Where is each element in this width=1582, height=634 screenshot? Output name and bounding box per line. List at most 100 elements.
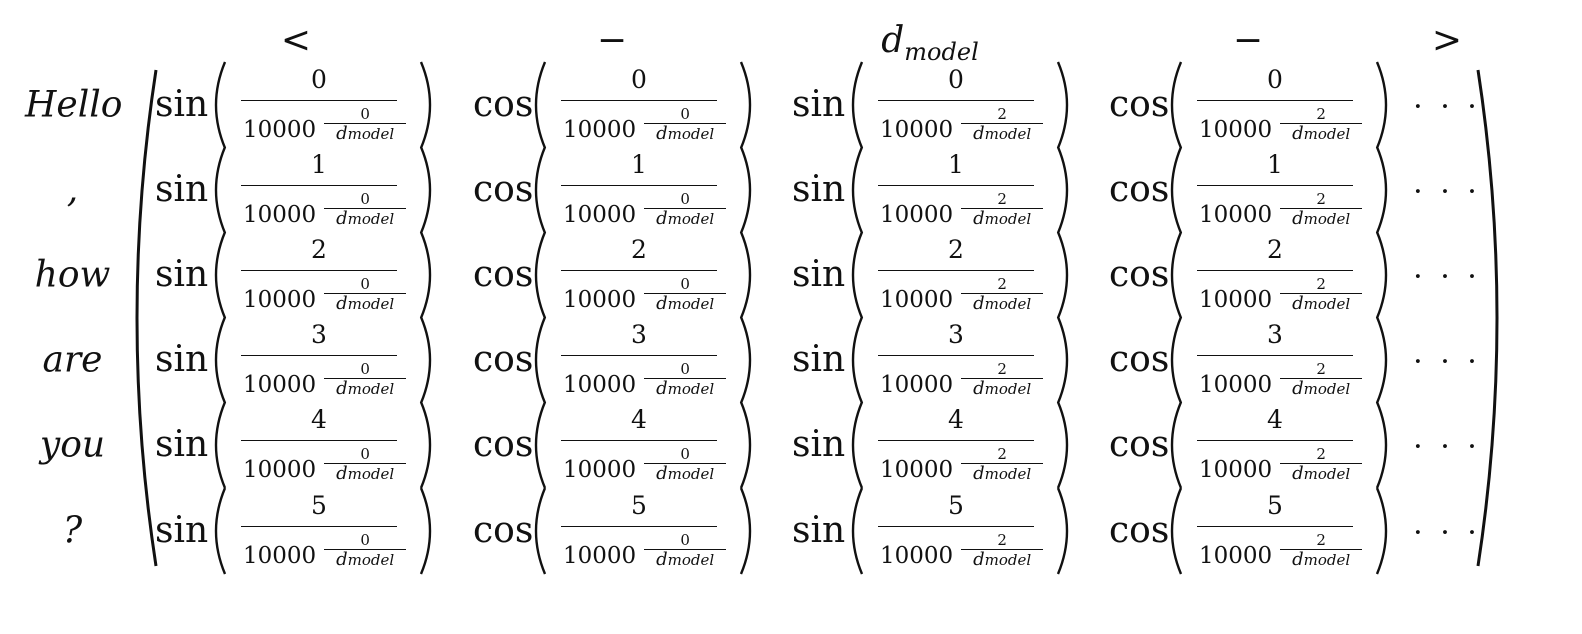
cell-left-paren <box>851 146 864 234</box>
exponent-bar <box>644 549 727 550</box>
exponent-denominator: dmodel <box>1276 125 1366 143</box>
exponent-denominator-base: d <box>656 208 668 229</box>
cell-left-paren <box>534 61 547 149</box>
fraction-bar <box>1197 526 1353 527</box>
cell-left-paren <box>214 401 227 489</box>
exponent-numerator: 0 <box>680 105 690 123</box>
exponent-denominator-base: d <box>336 463 348 484</box>
denominator-base: 10000 <box>243 287 317 313</box>
function-name: sin <box>155 424 209 465</box>
token-label: are <box>42 339 103 381</box>
exponent-bar <box>1280 123 1363 124</box>
cell-right-paren <box>419 316 432 404</box>
exponent-denominator: dmodel <box>957 295 1047 313</box>
header-d-model: dmodel <box>881 20 979 66</box>
function-name: sin <box>792 84 846 125</box>
exponent-denominator-sub: model <box>984 125 1032 143</box>
cell-parentheses <box>1170 61 1388 149</box>
fraction-bar <box>241 185 397 186</box>
fraction-bar <box>241 440 397 441</box>
exponent-numerator: 2 <box>1316 360 1326 378</box>
function-name: cos <box>1109 424 1170 465</box>
cell-left-paren <box>851 487 864 575</box>
exponent-denominator-sub: model <box>984 551 1032 569</box>
fraction-numerator: 2 <box>948 235 964 264</box>
fraction-bar <box>241 355 397 356</box>
denominator-base: 10000 <box>880 372 954 398</box>
denominator-base: 10000 <box>243 372 317 398</box>
function-name: cos <box>1109 254 1170 295</box>
function-name: sin <box>155 84 209 125</box>
cell-right-paren <box>1056 487 1069 575</box>
fraction-bar <box>878 526 1034 527</box>
fraction-bar <box>1197 185 1353 186</box>
cell-right-paren <box>419 61 432 149</box>
exponent-numerator: 2 <box>1316 531 1326 549</box>
exponent-denominator-base: d <box>1292 378 1304 399</box>
cell-right-paren <box>1375 487 1388 575</box>
exponent-denominator-sub: model <box>347 380 395 398</box>
exponent-denominator: dmodel <box>320 295 410 313</box>
fraction-numerator: 4 <box>948 405 964 434</box>
denominator-base: 10000 <box>880 543 954 569</box>
exponent-numerator: 0 <box>360 531 370 549</box>
fraction-numerator: 1 <box>1267 150 1283 179</box>
fraction-numerator: 2 <box>1267 235 1283 264</box>
exponent-numerator: 0 <box>360 190 370 208</box>
fraction-numerator: 0 <box>311 65 327 94</box>
fraction-numerator: 3 <box>631 320 647 349</box>
exponent-denominator: dmodel <box>1276 380 1366 398</box>
fraction-bar <box>878 100 1034 101</box>
cell-parentheses <box>534 487 752 575</box>
cell-left-paren <box>1170 146 1183 234</box>
header-greater-than: > <box>1431 20 1463 61</box>
exponent-denominator-sub: model <box>1303 125 1351 143</box>
fraction-numerator: 1 <box>311 150 327 179</box>
denominator-base: 10000 <box>880 457 954 483</box>
cell-parentheses <box>214 316 432 404</box>
denominator-base: 10000 <box>563 287 637 313</box>
exponent-denominator-base: d <box>336 549 348 570</box>
fraction-numerator: 5 <box>631 491 647 520</box>
function-name: cos <box>473 339 534 380</box>
exponent-denominator: dmodel <box>640 210 730 228</box>
cell-left-paren <box>851 231 864 319</box>
fraction-numerator: 4 <box>631 405 647 434</box>
exponent-denominator-sub: model <box>1303 295 1351 313</box>
cell-parentheses <box>851 231 1069 319</box>
function-name: sin <box>792 254 846 295</box>
exponent-bar <box>961 463 1044 464</box>
exponent-denominator-base: d <box>1292 293 1304 314</box>
exponent-denominator-base: d <box>336 293 348 314</box>
exponent-denominator-base: d <box>336 378 348 399</box>
cell-right-paren <box>1375 231 1388 319</box>
exponent-numerator: 2 <box>1316 105 1326 123</box>
cell-left-paren <box>534 146 547 234</box>
exponent-bar <box>644 293 727 294</box>
cell-parentheses <box>214 401 432 489</box>
exponent-denominator-sub: model <box>1303 380 1351 398</box>
fraction-numerator: 5 <box>1267 491 1283 520</box>
